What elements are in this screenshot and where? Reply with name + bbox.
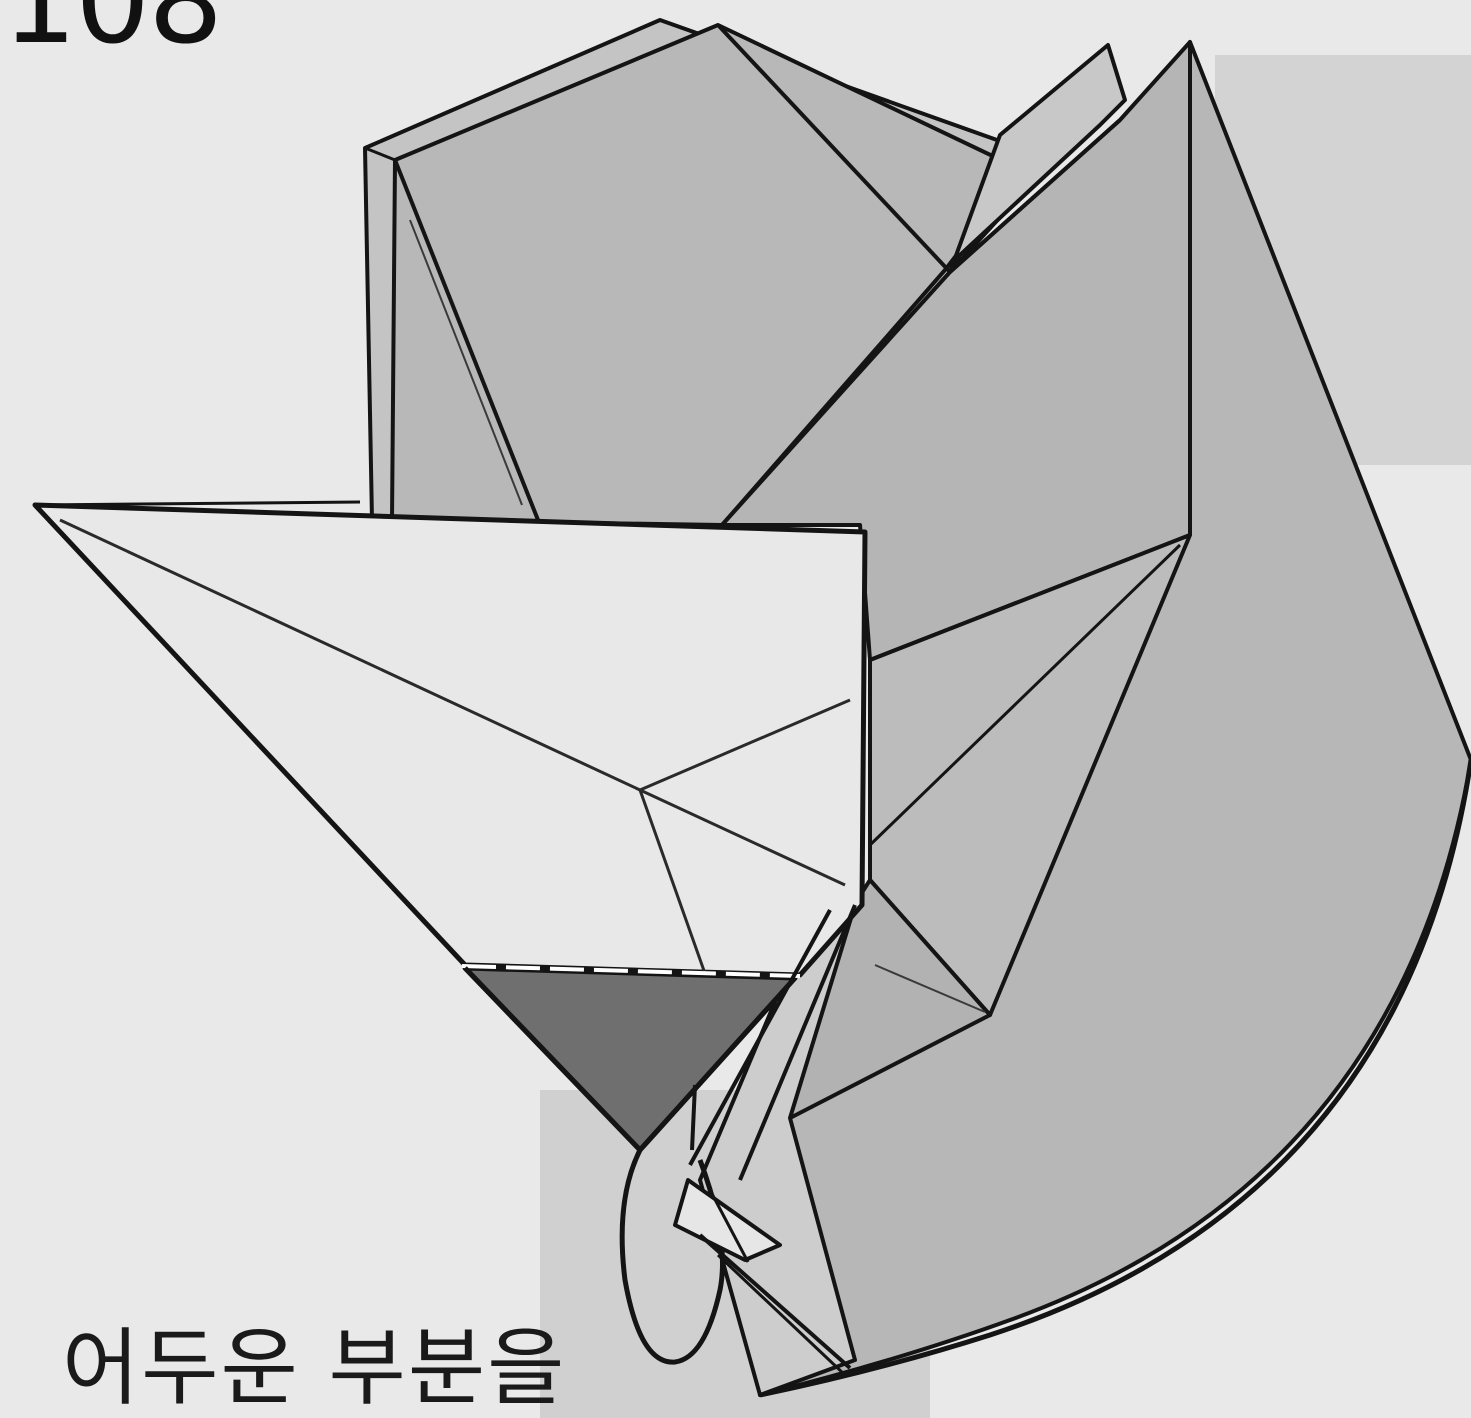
instruction-caption: 어두운 부분을 (62, 1318, 566, 1418)
front-flap (35, 502, 865, 1030)
